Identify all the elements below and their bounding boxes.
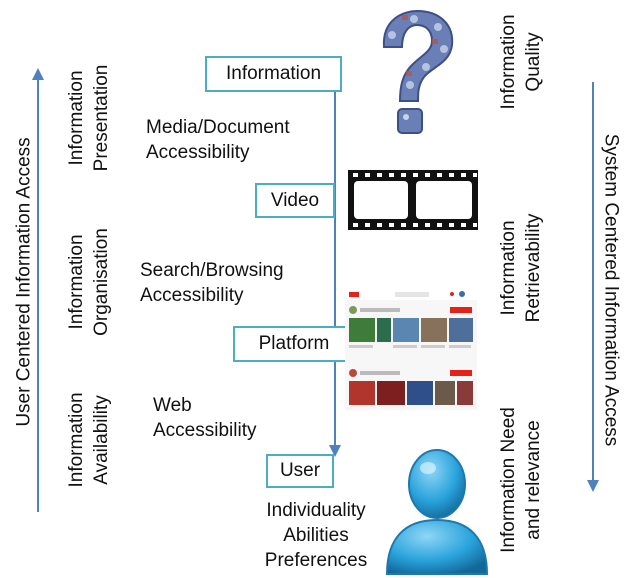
right-label-quality: Information Quality — [498, 14, 544, 110]
left-axis-title: User Centered Information Access — [13, 137, 35, 427]
media-accessibility-label: Media/Document Accessibility — [146, 117, 290, 163]
right-label-retrievability: Information Retrievability — [498, 213, 544, 323]
right-label-need-relevance: Information Need and relevance — [498, 407, 544, 553]
search-accessibility-label: Search/Browsing Accessibility — [140, 260, 284, 306]
left-label-organisation: Information Organisation — [66, 228, 112, 336]
web-accessibility-label: Web Accessibility — [153, 395, 257, 441]
left-axis-arrow — [32, 68, 44, 512]
information-box: Information — [205, 56, 342, 92]
flow-arrow — [329, 90, 341, 457]
video-box: Video — [255, 183, 335, 218]
right-axis-arrow — [587, 82, 599, 492]
film-strip-icon — [348, 170, 478, 230]
left-label-availability: Information Availability — [66, 392, 112, 488]
left-label-presentation: Information Presentation — [66, 64, 112, 172]
user-person-icon — [385, 449, 489, 575]
puzzle-question-mark-icon — [382, 9, 454, 134]
video-platform-screenshot-icon — [345, 288, 477, 410]
user-traits: Individuality Abilities Preferences — [264, 500, 368, 571]
user-box: User — [266, 454, 334, 488]
platform-box: Platform — [233, 326, 355, 362]
right-axis-title: System Centered Information Access — [600, 133, 622, 447]
